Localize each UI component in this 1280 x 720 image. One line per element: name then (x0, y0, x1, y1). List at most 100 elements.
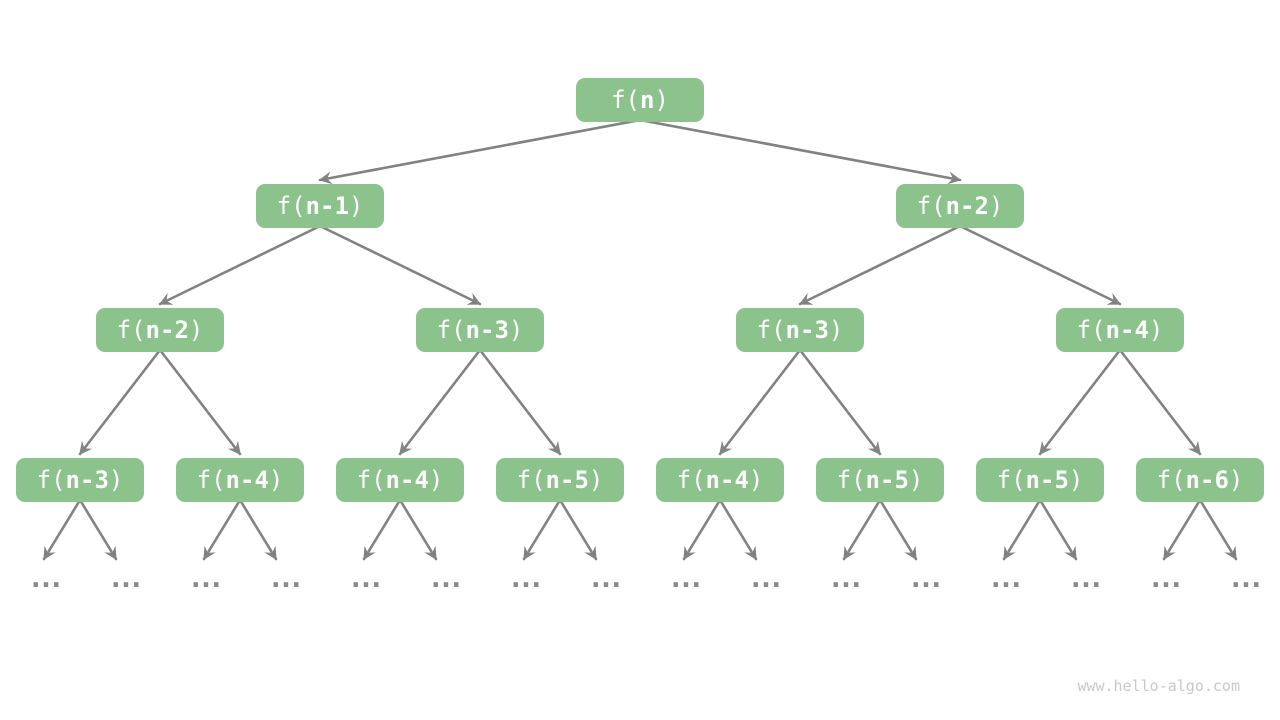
node-label-prefix: f( (1076, 316, 1106, 344)
node-label-arg: n-4 (705, 466, 749, 494)
tree-node: f(n-1) (256, 184, 384, 228)
node-label-prefix: f( (756, 316, 786, 344)
tree-edge-arrow (158, 348, 242, 456)
node-label-arg: n-3 (65, 466, 109, 494)
node-label-prefix: f( (836, 466, 866, 494)
tree-edge-arrow (398, 348, 482, 456)
node-label-suffix: ) (588, 466, 604, 494)
tree-node: f(n-3) (16, 458, 144, 502)
leaf-ellipsis: ... (347, 563, 385, 595)
tree-edge-arrow (78, 498, 118, 561)
leaf-ellipsis: ... (1147, 563, 1185, 595)
leaf-ellipsis: ... (587, 563, 625, 595)
node-label-prefix: f( (676, 466, 706, 494)
node-label-arg: n-4 (225, 466, 269, 494)
tree-edge-arrow (362, 498, 402, 561)
node-label-prefix: f( (356, 466, 386, 494)
node-label-suffix: ) (428, 466, 444, 494)
node-label-arg: n-3 (785, 316, 829, 344)
node-label-suffix: ) (988, 192, 1004, 220)
leaf-ellipsis: ... (107, 563, 145, 595)
tree-edge-arrow (718, 348, 802, 456)
node-label-suffix: ) (1068, 466, 1084, 494)
tree-node: f(n-3) (736, 308, 864, 352)
node-label-suffix: ) (348, 192, 364, 220)
node-label-prefix: f( (516, 466, 546, 494)
node-label-suffix: ) (654, 86, 669, 114)
leaf-ellipsis: ... (987, 563, 1025, 595)
tree-edge-arrow (398, 498, 438, 561)
node-label-arg: n-1 (305, 192, 349, 220)
tree-node: f(n-4) (656, 458, 784, 502)
tree-node: f(n-5) (816, 458, 944, 502)
watermark: www.hello-algo.com (1077, 677, 1240, 695)
node-label-arg: n-2 (145, 316, 189, 344)
node-label-suffix: ) (108, 466, 124, 494)
leaf-ellipsis: ... (507, 563, 545, 595)
node-label-suffix: ) (188, 316, 204, 344)
node-label-prefix: f( (36, 466, 66, 494)
tree-edge-arrow (558, 498, 598, 561)
leaf-ellipsis: ... (747, 563, 785, 595)
tree-edge-arrow (78, 348, 162, 456)
node-label-prefix: f( (996, 466, 1026, 494)
tree-edge-arrow (638, 118, 962, 185)
node-label-prefix: f( (196, 466, 226, 494)
node-label-arg: n-5 (1025, 466, 1069, 494)
tree-edge-arrow (522, 498, 562, 561)
tree-edge-arrow (958, 224, 1122, 306)
node-label-prefix: f( (916, 192, 946, 220)
tree-edge-arrow (238, 498, 278, 561)
tree-edge-arrow (202, 498, 242, 561)
tree-edge-arrow (42, 498, 82, 561)
tree-edge-arrow (878, 498, 918, 561)
tree-edge-arrow (1038, 348, 1122, 456)
tree-edge-arrow (478, 348, 562, 456)
tree-edge-arrow (842, 498, 882, 561)
node-label-arg: n-6 (1185, 466, 1229, 494)
leaf-ellipsis: ... (267, 563, 305, 595)
tree-node: f(n-2) (896, 184, 1024, 228)
tree-edge-arrow (158, 224, 322, 306)
tree-edge-arrow (682, 498, 722, 561)
tree-edge-arrow (318, 224, 482, 306)
node-label-arg: n-3 (465, 316, 509, 344)
node-label-suffix: ) (908, 466, 924, 494)
tree-edge-arrow (1038, 498, 1078, 561)
node-label-prefix: f( (276, 192, 306, 220)
leaf-ellipsis: ... (187, 563, 225, 595)
tree-node: f(n-5) (976, 458, 1104, 502)
tree-node: f(n-4) (336, 458, 464, 502)
leaf-ellipsis: ... (907, 563, 945, 595)
tree-edge-arrow (318, 118, 642, 185)
node-label-arg: n-5 (865, 466, 909, 494)
node-label-arg: n-4 (1105, 316, 1149, 344)
node-label-arg: n (640, 86, 655, 114)
tree-node: f(n-5) (496, 458, 624, 502)
node-label-arg: n-2 (945, 192, 989, 220)
node-label-prefix: f( (1156, 466, 1186, 494)
tree-node: f(n-6) (1136, 458, 1264, 502)
node-label-prefix: f( (116, 316, 146, 344)
node-label-suffix: ) (1228, 466, 1244, 494)
node-label-suffix: ) (1148, 316, 1164, 344)
node-label-suffix: ) (828, 316, 844, 344)
tree-node: f(n-2) (96, 308, 224, 352)
leaf-ellipsis: ... (1067, 563, 1105, 595)
node-label-prefix: f( (611, 86, 640, 114)
tree-node: f(n-3) (416, 308, 544, 352)
leaf-ellipsis: ... (667, 563, 705, 595)
tree-edge-arrow (1118, 348, 1202, 456)
leaf-ellipsis: ... (827, 563, 865, 595)
node-label-prefix: f( (436, 316, 466, 344)
node-label-suffix: ) (268, 466, 284, 494)
tree-edge-arrow (1162, 498, 1202, 561)
node-label-suffix: ) (508, 316, 524, 344)
tree-edge-arrow (1198, 498, 1238, 561)
tree-node: f(n-4) (1056, 308, 1184, 352)
leaf-ellipsis: ... (27, 563, 65, 595)
tree-edge-arrow (798, 348, 882, 456)
tree-edge-arrow (718, 498, 758, 561)
